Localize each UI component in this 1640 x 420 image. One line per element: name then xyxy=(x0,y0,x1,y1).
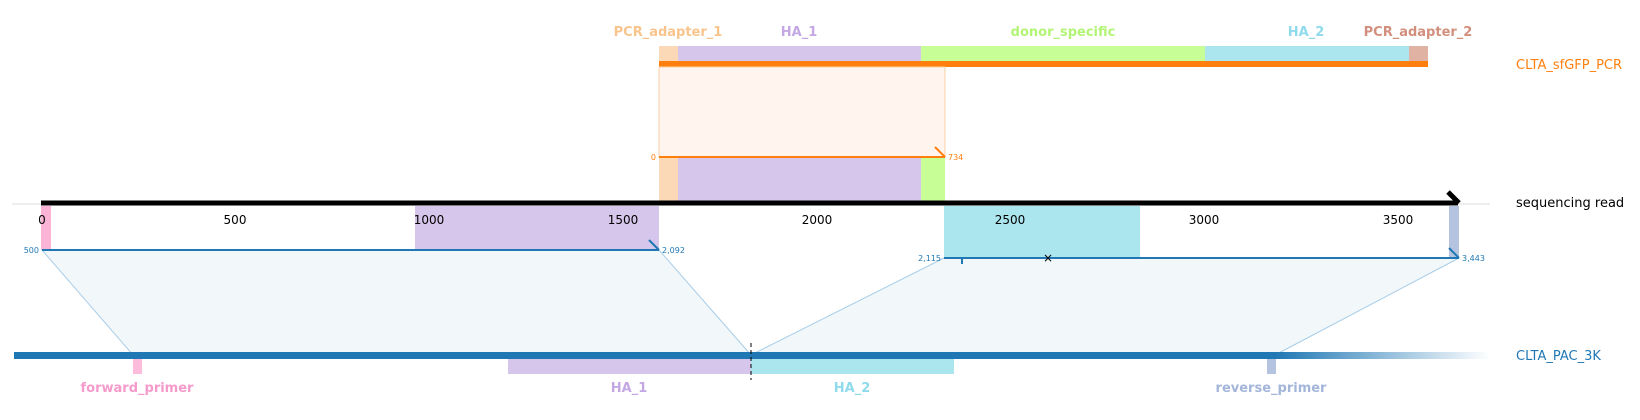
top-reference: PCR_adapter_1 HA_1 donor_specific HA_2 P… xyxy=(614,25,1622,73)
top-feature-label-ha-1: HA_1 xyxy=(781,25,818,40)
top-feature-pcr-adapter-1 xyxy=(659,46,678,61)
bottom-left-alignment-arrow xyxy=(648,239,660,251)
top-feature-pcr-adapter-2 xyxy=(1409,46,1428,61)
bottom-left-band xyxy=(42,250,751,355)
top-feature-label-pcr-adapter-1: PCR_adapter_1 xyxy=(614,25,723,40)
read-feature-pcr-adapter-1 xyxy=(659,157,678,202)
mismatch-marker: × xyxy=(1043,251,1053,265)
read-feature-donor-specific xyxy=(921,157,945,202)
top-feature-label-donor-specific: donor_specific xyxy=(1011,25,1116,40)
top-alignment-start-label: 0 xyxy=(651,153,656,162)
bottom-left-band-edge xyxy=(658,249,752,356)
bottom-left-start-label: 500 xyxy=(24,246,39,255)
bottom-feature-ha-2 xyxy=(751,359,954,374)
bottom-feature-ha-1 xyxy=(508,359,751,374)
bottom-right-band-edge xyxy=(1274,257,1460,356)
bottom-right-alignment-arrow xyxy=(1448,247,1460,259)
read-tick-label: 2500 xyxy=(995,213,1026,227)
bottom-right-end-label: 3,443 xyxy=(1462,254,1485,263)
top-feature-ha-1 xyxy=(678,46,921,61)
top-reference-bar xyxy=(659,61,1428,67)
read-feature-forward-primer xyxy=(41,206,51,250)
top-feature-label-ha-2: HA_2 xyxy=(1288,25,1325,40)
bottom-right-start-label: 2,115 xyxy=(918,254,941,263)
bottom-right-band-edge xyxy=(750,257,945,356)
top-alignment-band xyxy=(658,66,946,158)
read-axis-ticks: 0 500 1000 1500 2000 2500 3000 3500 xyxy=(38,213,1413,227)
sequencing-read: 0 500 1000 1500 2000 2500 3000 3500 sequ… xyxy=(12,190,1624,258)
top-feature-label-pcr-adapter-2: PCR_adapter_2 xyxy=(1364,25,1473,40)
read-tick-label: 3500 xyxy=(1383,213,1414,227)
read-feature-ha-2 xyxy=(944,206,1140,258)
bottom-reference-bar-fade xyxy=(1275,352,1490,359)
bottom-left-band-edge xyxy=(41,249,134,356)
bottom-reference-bar xyxy=(14,352,1275,359)
read-feature-reverse-primer xyxy=(1449,206,1459,258)
read-tick-label: 1000 xyxy=(414,213,445,227)
bottom-alignment-left: 500 2,092 xyxy=(24,239,752,356)
top-feature-ha-2 xyxy=(1205,46,1409,61)
top-reference-name: CLTA_sfGFP_PCR xyxy=(1516,58,1622,73)
bottom-feature-forward-primer xyxy=(133,359,142,374)
top-feature-donor-specific xyxy=(921,46,1205,61)
bottom-reference-name: CLTA_PAC_3K xyxy=(1516,349,1601,364)
read-feature-ha-1-top xyxy=(678,157,921,202)
read-tick-label: 1500 xyxy=(608,213,639,227)
bottom-reference: forward_primer HA_1 HA_2 reverse_primer … xyxy=(14,343,1601,396)
read-feature-ha-1-bottom xyxy=(415,206,659,250)
read-axis-arrow xyxy=(1446,190,1461,205)
bottom-left-end-label: 2,092 xyxy=(662,246,685,255)
bottom-feature-label-ha-2: HA_2 xyxy=(834,381,871,396)
bottom-alignment-right: × 2,115 3,443 xyxy=(750,247,1485,356)
read-tick-label: 0 xyxy=(38,213,46,227)
read-tick-label: 3000 xyxy=(1189,213,1220,227)
bottom-feature-label-reverse-primer: reverse_primer xyxy=(1216,381,1328,396)
top-alignment: 0 734 xyxy=(651,66,963,202)
read-tick-label: 2000 xyxy=(802,213,833,227)
bottom-feature-label-forward-primer: forward_primer xyxy=(81,381,195,396)
read-name: sequencing read xyxy=(1516,196,1624,211)
bottom-feature-label-ha-1: HA_1 xyxy=(611,381,648,396)
bottom-feature-reverse-primer xyxy=(1267,359,1276,374)
bottom-right-band xyxy=(751,258,1459,355)
read-tick-label: 500 xyxy=(224,213,247,227)
top-alignment-arrow xyxy=(934,146,946,158)
top-alignment-end-label: 734 xyxy=(948,153,963,162)
